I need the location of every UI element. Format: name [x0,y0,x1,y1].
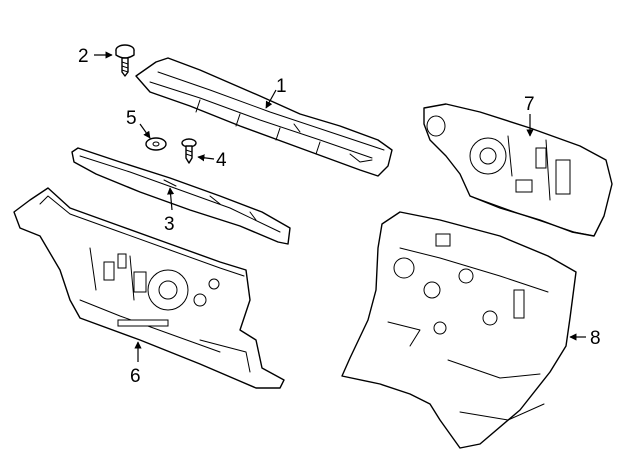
part-screw [181,138,197,164]
callout-8: 8 [590,328,601,349]
leader-4 [197,154,215,162]
leader-5 [139,123,151,139]
callout-6: 6 [130,366,141,387]
callout-4: 4 [216,150,227,171]
callout-5: 5 [126,108,137,129]
callout-7: 7 [524,94,535,115]
leader-1 [265,89,277,109]
part-dash-panel [13,187,285,389]
part-dash-insulator [423,103,613,237]
callout-2: 2 [78,46,89,67]
part-washer [145,137,167,151]
callout-1: 1 [276,76,287,97]
part-floor-silencer [341,211,577,449]
callout-3: 3 [164,214,175,235]
part-bolt [115,44,135,77]
leader-3 [167,187,175,211]
part-cowl-reinforcement [71,147,291,245]
part-cowl-top-panel [135,57,393,177]
